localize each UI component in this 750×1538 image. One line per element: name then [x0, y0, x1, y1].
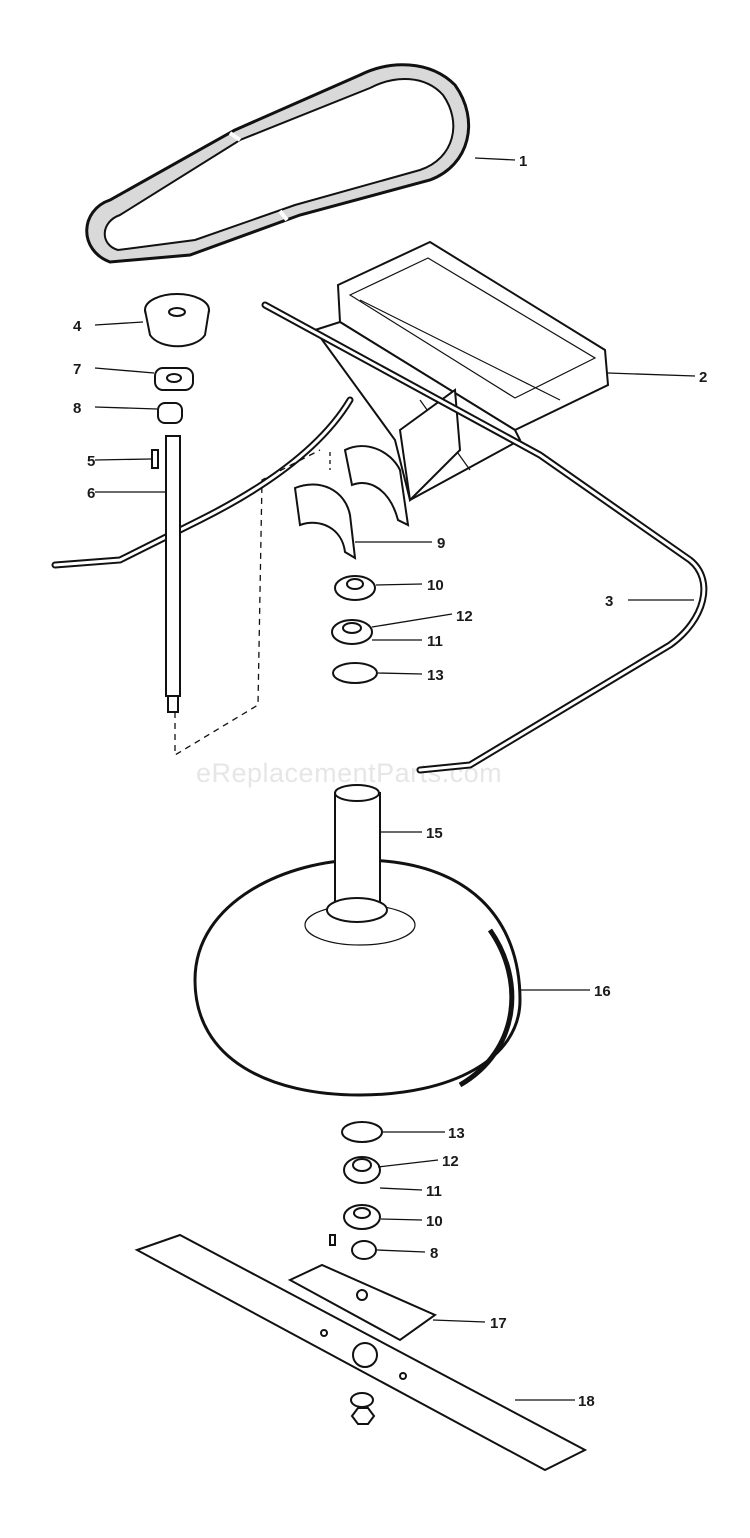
callout-6: 6: [87, 485, 95, 502]
leader-lines: [94, 157, 696, 1401]
callout-1: 1: [519, 153, 527, 170]
callout-5: 5: [87, 453, 95, 470]
callout-12-lower: 12: [442, 1153, 459, 1170]
snap-ring-13-upper-part: [332, 662, 378, 684]
nut-washer-part: [350, 1392, 376, 1425]
callout-16: 16: [594, 983, 611, 1000]
callout-13-upper: 13: [427, 667, 444, 684]
spacer-10-lower-part: [343, 1204, 381, 1230]
spacer-10-upper-part: [334, 575, 376, 601]
callout-8-lower: 8: [430, 1245, 438, 1262]
watermark-text: eReplacementParts.com: [196, 758, 502, 788]
callout-3: 3: [605, 593, 613, 610]
key-part: [151, 449, 159, 469]
callout-13-lower: 13: [448, 1125, 465, 1142]
callout-7: 7: [73, 361, 81, 378]
callout-8-upper: 8: [73, 400, 81, 417]
spindle-tube-part: [326, 784, 388, 923]
callout-10-upper: 10: [427, 577, 444, 594]
callout-17: 17: [490, 1315, 507, 1332]
blade-housing-part: [193, 858, 522, 1097]
callout-15: 15: [426, 825, 443, 842]
callout-2: 2: [699, 369, 707, 386]
spacer-upper-part: [154, 367, 194, 391]
drive-shaft-part: [165, 435, 181, 713]
mounting-frame-part: [313, 240, 610, 503]
bushing-8-lower-part: [329, 1234, 377, 1260]
callout-11-lower: 11: [426, 1183, 442, 1200]
blade-adapter-part: [287, 1263, 438, 1342]
callout-12-upper: 12: [456, 608, 473, 625]
blade-blade-part: [134, 1233, 588, 1472]
clamp-halves-part: [293, 445, 410, 560]
bearing-11-lower-part: [343, 1156, 381, 1184]
snap-ring-13-lower-part: [341, 1121, 383, 1143]
v-belt-part: [85, 63, 471, 264]
pulley-part: [144, 293, 210, 348]
callout-9: 9: [437, 535, 445, 552]
callout-4: 4: [73, 318, 82, 335]
callout-10-lower: 10: [426, 1213, 443, 1230]
bushing-upper-part: [157, 402, 183, 424]
callout-18: 18: [578, 1393, 595, 1410]
bearing-11-upper-part: [331, 619, 373, 645]
handle-rod-part: [51, 301, 708, 774]
callout-11-upper: 11: [427, 633, 443, 650]
